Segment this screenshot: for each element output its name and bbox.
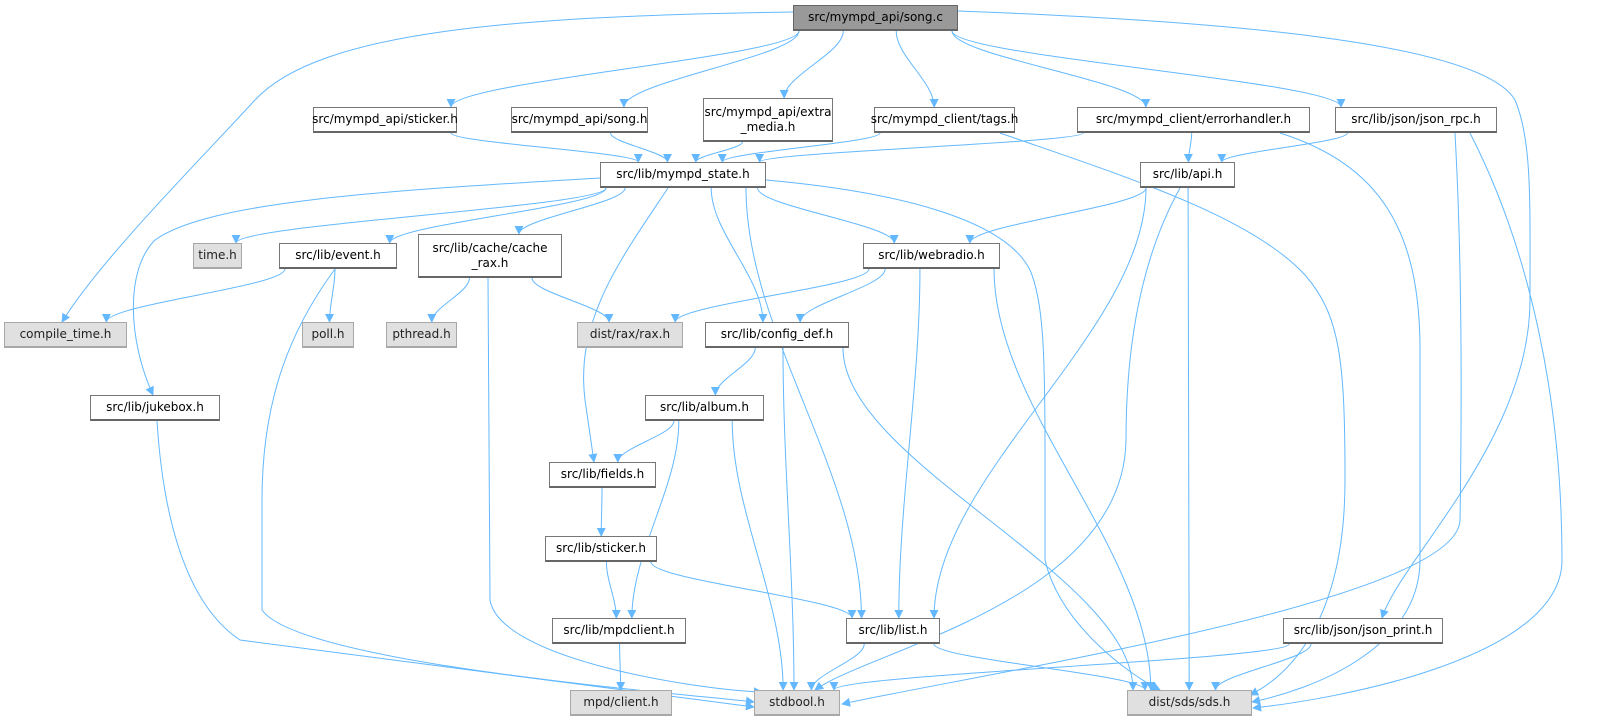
edge-fields-to-lib_sticker xyxy=(596,487,606,537)
node-rax: dist/rax/rax.h xyxy=(577,322,683,348)
edge-album-to-mpdclient xyxy=(627,420,680,619)
node-time: time.h xyxy=(193,243,242,269)
edge-webradio-to-rax xyxy=(670,268,870,323)
edge-errorhandler-to-api xyxy=(1183,132,1193,163)
edge-tags-to-mympd_state xyxy=(717,132,881,163)
edge-webradio-to-config_def xyxy=(795,268,886,323)
edge-mympd_state-to-jukebox xyxy=(132,177,601,396)
node-api[interactable]: src/lib/api.h xyxy=(1140,162,1235,188)
edge-mympd_state-to-time xyxy=(231,187,607,244)
edge-json_rpc-to-stdbool xyxy=(841,132,1462,707)
edge-cache_rax-to-rax xyxy=(531,277,614,323)
edge-mympd_state-to-webradio xyxy=(757,187,899,244)
edge-config_def-to-album xyxy=(710,347,756,396)
edge-errorhandler-to-mympd_state xyxy=(755,132,1084,163)
node-config-def[interactable]: src/lib/config_def.h xyxy=(705,322,849,348)
edge-config_def-to-stdbool xyxy=(782,347,799,691)
edge-list-to-sds xyxy=(933,643,1150,691)
node-jukebox[interactable]: src/lib/jukebox.h xyxy=(90,395,220,421)
node-sds: dist/sds/sds.h xyxy=(1127,690,1252,716)
edge-api-to-stdbool xyxy=(814,187,1181,691)
edge-errorhandler-to-sds xyxy=(1251,132,1421,705)
node-fields[interactable]: src/lib/fields.h xyxy=(549,462,656,488)
edge-api_sticker-to-mympd_state xyxy=(450,132,643,163)
edge-config_def-to-sds xyxy=(842,347,1138,691)
node-compile-time: compile_time.h xyxy=(4,322,127,348)
edge-song_c-to-json_print xyxy=(957,10,1531,619)
node-list[interactable]: src/lib/list.h xyxy=(846,618,940,644)
edge-mympd_state-to-sds xyxy=(765,179,1161,691)
edge-jukebox-to-stdbool xyxy=(156,420,755,711)
node-api-song[interactable]: src/mympd_api/song.h xyxy=(511,107,648,133)
node-stdbool: stdbool.h xyxy=(754,690,840,716)
edge-event-to-compile_time xyxy=(101,268,286,323)
edge-mpdclient-to-mpd_client xyxy=(616,643,626,691)
edge-song_c-to-api_song xyxy=(619,30,800,108)
node-song-c[interactable]: src/mympd_api/song.c xyxy=(793,5,958,31)
edge-extra_media-to-mympd_state xyxy=(691,141,743,163)
edge-api-to-list xyxy=(929,187,1147,619)
edge-song_c-to-compile_time xyxy=(61,11,794,323)
node-json-rpc[interactable]: src/lib/json/json_rpc.h xyxy=(1335,107,1497,133)
node-tags[interactable]: src/mympd_client/tags.h xyxy=(871,107,1018,133)
node-cache-rax[interactable]: src/lib/cache/cache _rax.h xyxy=(418,234,562,278)
edge-json_rpc-to-api xyxy=(1217,132,1348,163)
edge-lib_sticker-to-mpdclient xyxy=(605,561,621,619)
edge-cache_rax-to-pthread xyxy=(427,277,470,323)
node-poll: poll.h xyxy=(302,322,354,348)
edge-lib_sticker-to-list xyxy=(650,561,857,619)
node-errorhandler[interactable]: src/mympd_client/errorhandler.h xyxy=(1077,107,1310,133)
edge-album-to-stdbool xyxy=(731,420,788,691)
edge-song_c-to-tags xyxy=(895,30,939,108)
edge-json_rpc-to-sds xyxy=(1252,132,1563,712)
edge-mympd_state-to-cache_rax xyxy=(514,187,626,235)
edge-api_song-to-mympd_state xyxy=(610,132,672,163)
edge-song_c-to-api_sticker xyxy=(446,30,800,108)
edge-album-to-fields xyxy=(613,420,675,463)
node-api-sticker[interactable]: src/mympd_api/sticker.h xyxy=(312,107,458,133)
edge-webradio-to-list xyxy=(894,268,921,619)
edge-api-to-webradio xyxy=(965,187,1147,244)
node-mpd-client: mpd/client.h xyxy=(570,690,672,716)
edge-list-to-stdbool xyxy=(806,643,865,691)
node-json-print[interactable]: src/lib/json/json_print.h xyxy=(1283,618,1443,644)
node-mpdclient[interactable]: src/lib/mpdclient.h xyxy=(552,618,686,644)
node-album[interactable]: src/lib/album.h xyxy=(645,395,764,421)
edge-mympd_state-to-event xyxy=(385,187,607,244)
node-pthread: pthread.h xyxy=(386,322,457,348)
edge-mympd_state-to-list xyxy=(745,187,866,619)
edge-json_print-to-stdbool xyxy=(829,643,1290,691)
edge-mympd_state-to-fields xyxy=(583,187,669,463)
edge-song_c-to-json_rpc xyxy=(951,30,1346,108)
edge-event-to-poll xyxy=(325,268,336,323)
node-extra-media[interactable]: src/mympd_api/extra _media.h xyxy=(703,98,833,142)
node-event[interactable]: src/lib/event.h xyxy=(279,243,397,269)
edge-api-to-sds xyxy=(1184,187,1194,691)
edge-song_c-to-errorhandler xyxy=(951,30,1151,108)
edge-cache_rax-to-stdbool xyxy=(487,277,763,697)
node-webradio[interactable]: src/lib/webradio.h xyxy=(863,243,1000,269)
edge-json_print-to-sds xyxy=(1211,643,1312,691)
edge-mympd_state-to-config_def xyxy=(710,187,768,323)
edge-song_c-to-extra_media xyxy=(779,30,844,99)
node-lib-sticker[interactable]: src/lib/sticker.h xyxy=(545,536,657,562)
edge-webradio-to-sds xyxy=(993,268,1156,691)
node-mympd-state[interactable]: src/lib/mympd_state.h xyxy=(600,162,766,188)
